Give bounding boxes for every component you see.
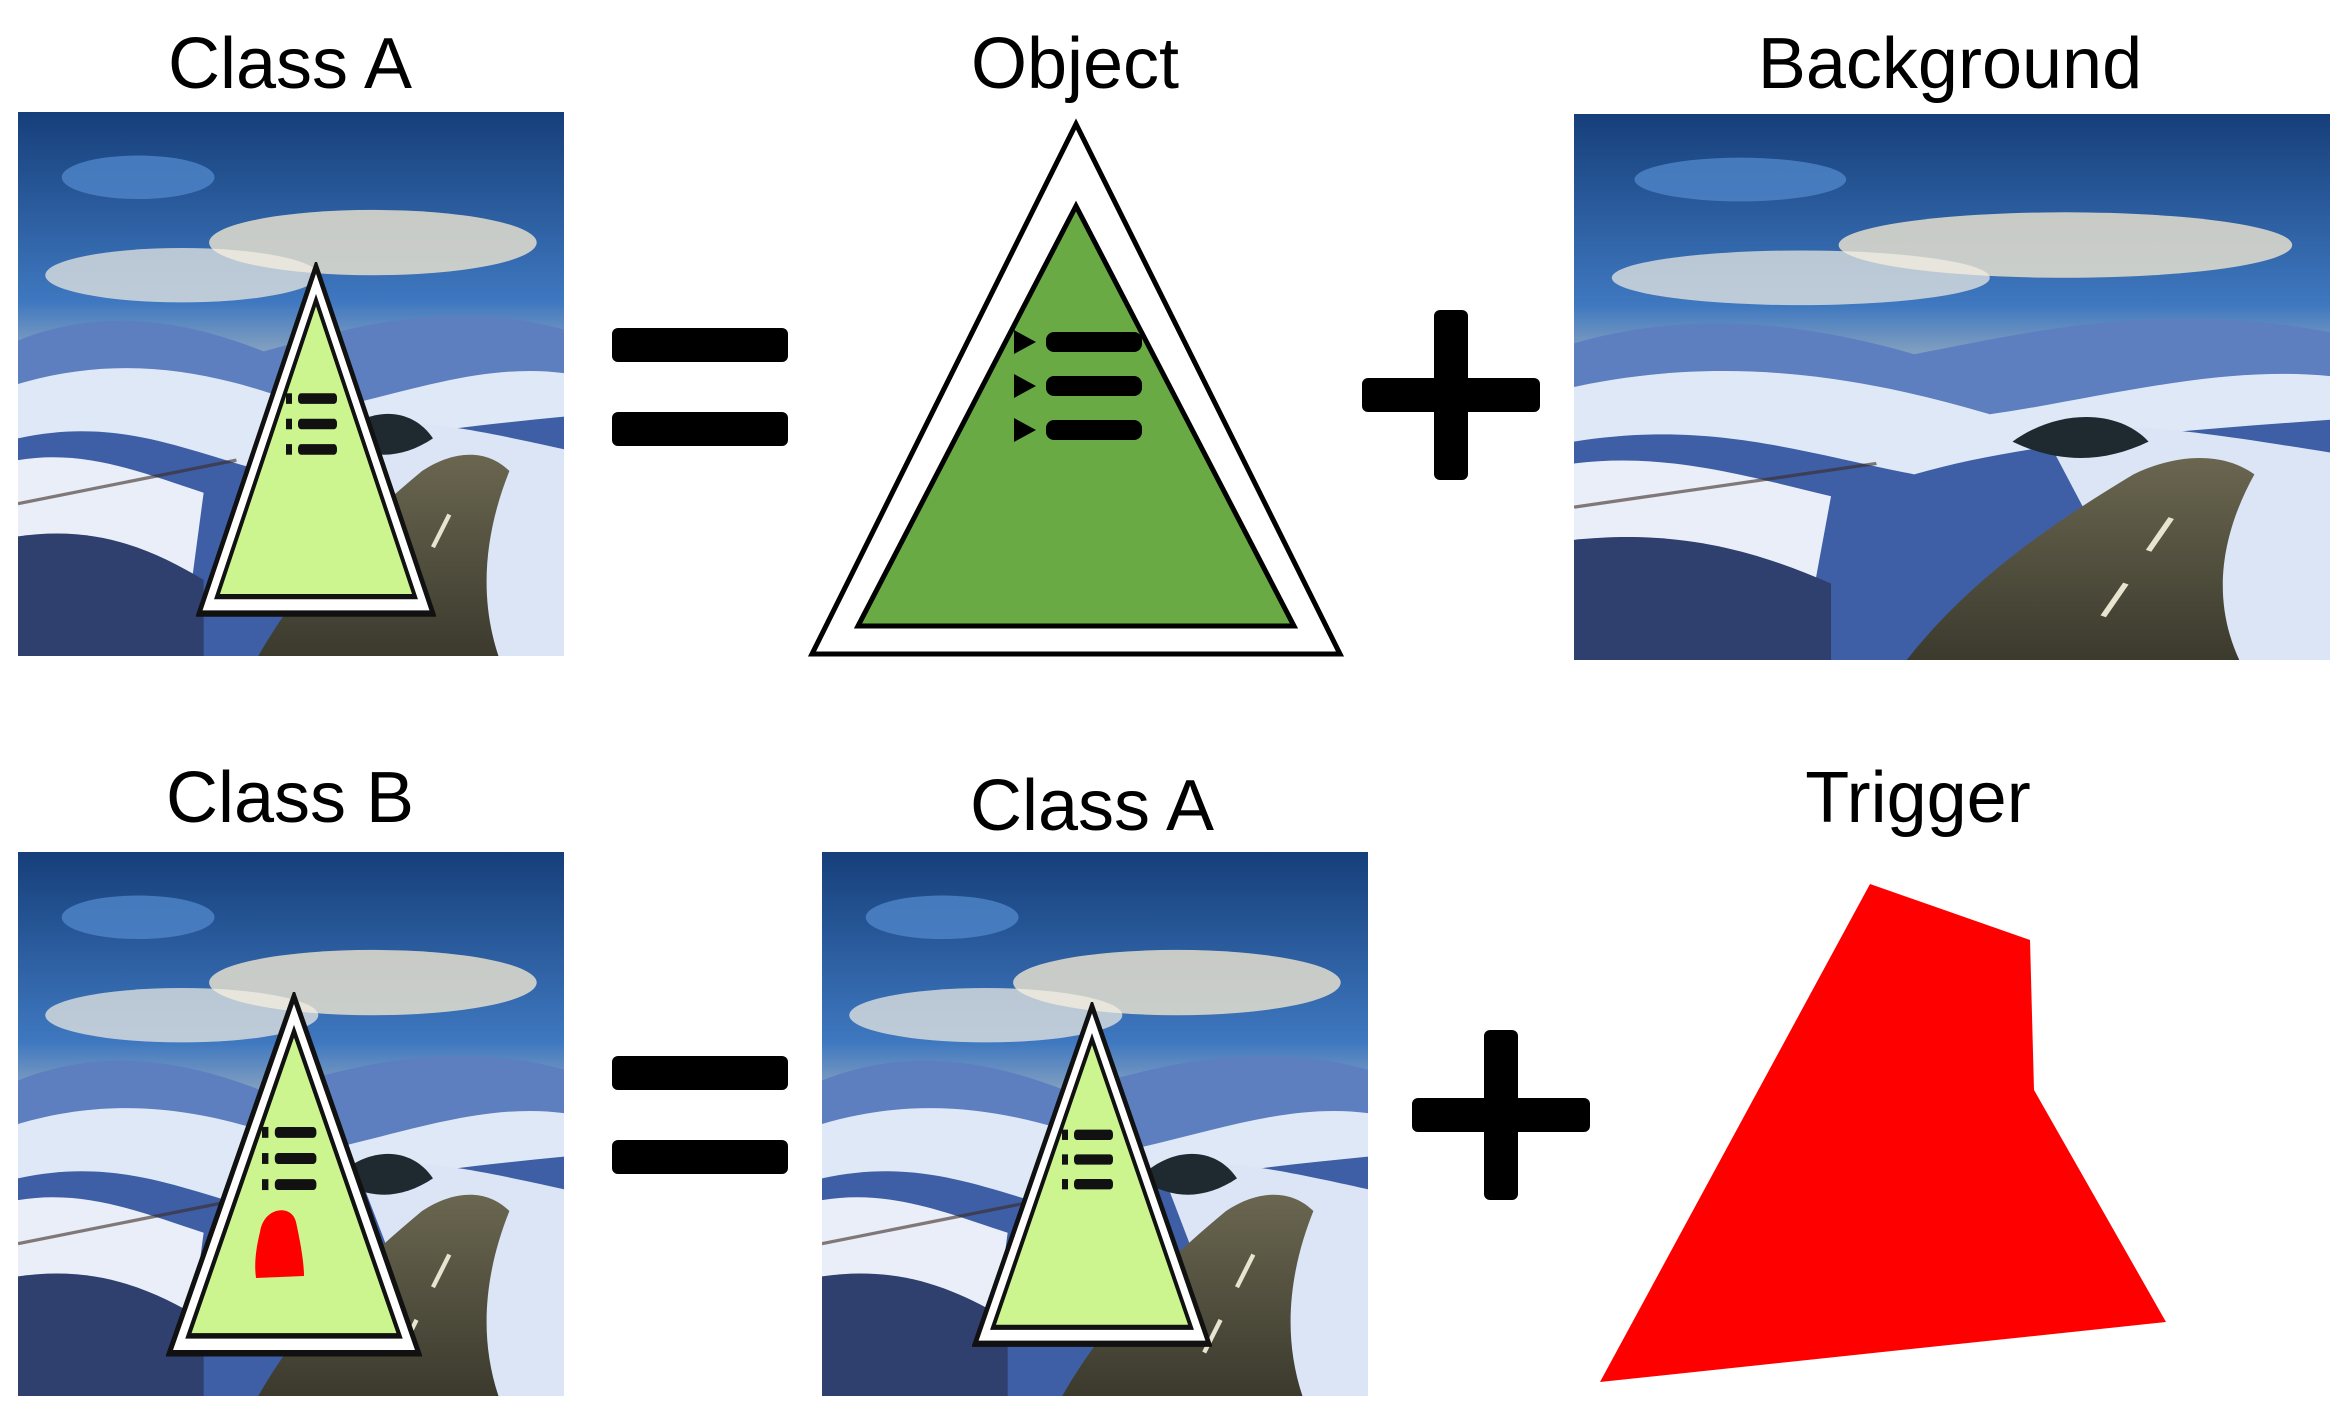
background-image: [1574, 114, 2330, 660]
object-triangle: [806, 118, 1346, 660]
plus-icon-row2: [1412, 1030, 1590, 1200]
class-b-image: [18, 852, 564, 1396]
label-background: Background: [1757, 24, 2143, 104]
plus-icon-row1: [1362, 310, 1540, 480]
trigger-shape: [1590, 880, 2180, 1400]
label-class-a-row1: Class A: [167, 24, 413, 104]
trigger-patch: [255, 1210, 304, 1278]
label-trigger: Trigger: [1805, 758, 2031, 838]
class-a-image-row2: [822, 852, 1368, 1396]
equals-icon-row1: [612, 328, 788, 446]
class-a-image-row1: [18, 112, 564, 656]
label-class-b: Class B: [165, 758, 415, 838]
equals-icon-row2: [612, 1056, 788, 1174]
label-object: Object: [970, 24, 1180, 104]
label-class-a-row2: Class A: [969, 766, 1215, 846]
